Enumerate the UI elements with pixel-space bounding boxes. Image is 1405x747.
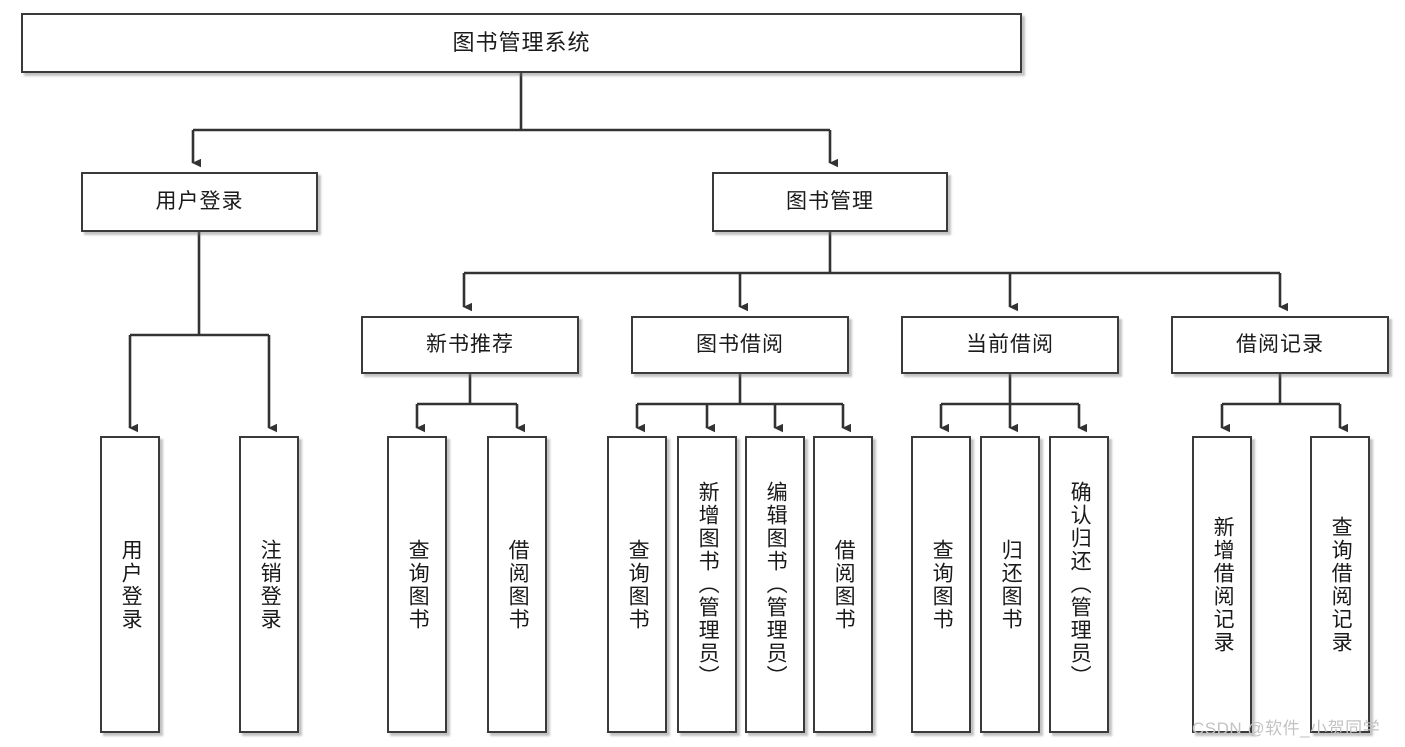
node-label: 新增借阅记录	[1211, 515, 1235, 654]
node-new-book-recommend[interactable]: 新书推荐	[361, 316, 579, 374]
leaf-query-book-recommend[interactable]: 查询图书	[387, 436, 447, 733]
leaf-borrow-book-recommend[interactable]: 借阅图书	[487, 436, 547, 733]
node-root-book-management-system[interactable]: 图书管理系统	[21, 13, 1022, 73]
leaf-edit-book-admin[interactable]: 编辑图书（管理员）	[745, 436, 805, 733]
node-book-borrow[interactable]: 图书借阅	[631, 316, 849, 374]
node-label: 编辑图书（管理员）	[764, 481, 788, 688]
leaf-return-book[interactable]: 归还图书	[980, 436, 1040, 733]
node-label: 确认归还（管理员）	[1068, 481, 1092, 688]
leaf-user-login[interactable]: 用户登录	[100, 436, 160, 733]
leaf-query-book-current[interactable]: 查询图书	[911, 436, 971, 733]
node-label: 图书管理	[786, 190, 874, 214]
node-label: 借阅图书	[506, 538, 530, 631]
node-borrow-record[interactable]: 借阅记录	[1171, 316, 1389, 374]
node-label: 图书管理系统	[452, 29, 591, 55]
leaf-logout-login[interactable]: 注销登录	[239, 436, 299, 733]
node-label: 查询图书	[626, 538, 650, 631]
node-label: 查询图书	[930, 538, 954, 631]
node-label: 用户登录	[155, 190, 244, 214]
node-label: 当前借阅	[966, 333, 1054, 357]
node-label: 归还图书	[999, 538, 1023, 631]
leaf-add-borrow-record[interactable]: 新增借阅记录	[1192, 436, 1252, 733]
node-label: 借阅图书	[832, 538, 856, 631]
node-label: 用户登录	[119, 538, 143, 631]
leaf-add-book-admin[interactable]: 新增图书（管理员）	[677, 436, 737, 733]
node-label: 图书借阅	[696, 333, 784, 357]
node-label: 查询图书	[406, 538, 430, 631]
node-label: 注销登录	[258, 538, 282, 631]
leaf-query-borrow-record[interactable]: 查询借阅记录	[1310, 436, 1370, 733]
node-book-management[interactable]: 图书管理	[712, 172, 948, 232]
node-user-login[interactable]: 用户登录	[81, 172, 318, 232]
leaf-borrow-book[interactable]: 借阅图书	[813, 436, 873, 733]
watermark-text: CSDN @软件_小贺同学	[1192, 719, 1381, 738]
node-current-borrow[interactable]: 当前借阅	[901, 316, 1119, 374]
leaf-query-book-borrow[interactable]: 查询图书	[607, 436, 667, 733]
node-label: 借阅记录	[1236, 333, 1324, 357]
node-label: 新增图书（管理员）	[696, 481, 720, 688]
node-label: 查询借阅记录	[1329, 515, 1353, 654]
node-label: 新书推荐	[426, 333, 514, 357]
leaf-confirm-return-admin[interactable]: 确认归还（管理员）	[1049, 436, 1109, 733]
